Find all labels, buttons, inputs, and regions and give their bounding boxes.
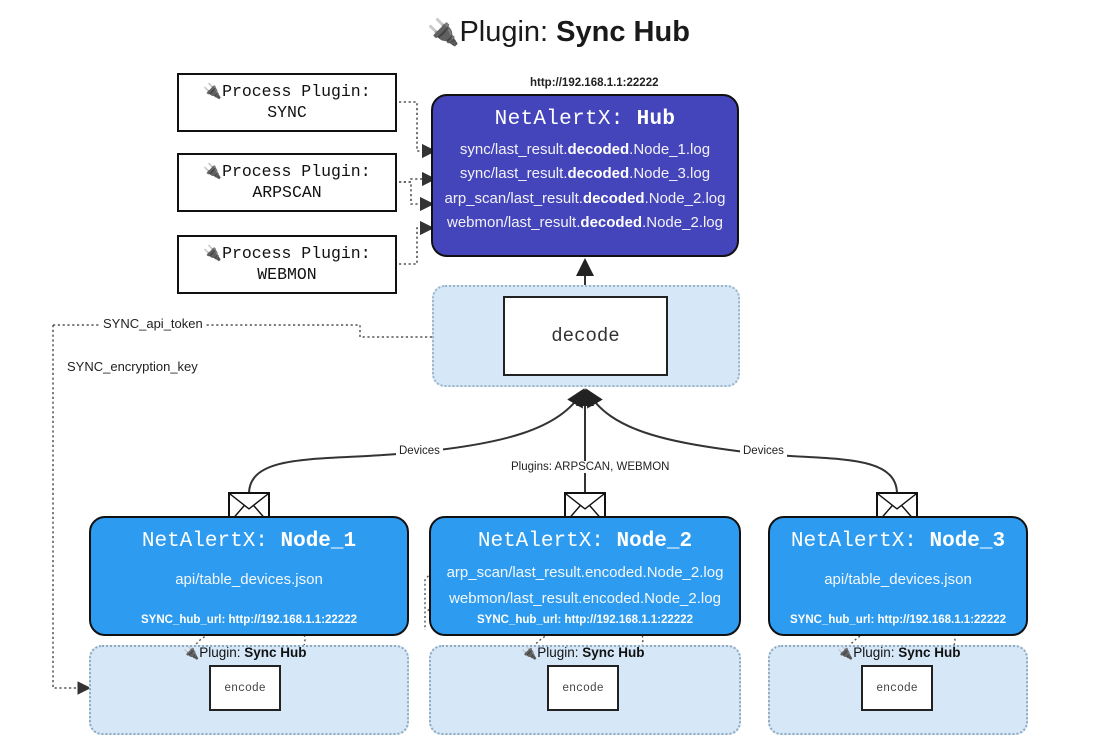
electric-plug-icon: 🔌: [203, 161, 223, 180]
process-plugin-label: Process Plugin:: [222, 243, 371, 263]
log-post: .Node_3.log: [629, 165, 711, 183]
page-title-name: Sync Hub: [556, 16, 690, 48]
edge-label-plugins-center: Plugins: ARPSCAN, WEBMON: [508, 461, 673, 473]
node-title: NetAlertX: Node_3: [770, 530, 1026, 553]
node-title: NetAlertX: Node_2: [431, 530, 739, 553]
process-plugin-box-sync[interactable]: 🔌Process Plugin: SYNC: [177, 73, 397, 132]
log-mid: decoded: [580, 213, 643, 231]
node-title-prefix: NetAlertX:: [477, 530, 617, 553]
node-box-node-2[interactable]: NetAlertX: Node_2 arp_scan/last_result.e…: [429, 516, 741, 636]
page-title-prefix: Plugin:: [459, 16, 557, 48]
node-title: NetAlertX: Node_1: [91, 530, 407, 553]
encode-box-1[interactable]: encode: [209, 665, 281, 711]
log-pre: sync/last_result.: [459, 141, 568, 158]
node-box-node-3[interactable]: NetAlertX: Node_3 api/table_devices.json…: [768, 516, 1028, 636]
hub-log-line: sync/last_result.decoded.Node_1.log: [433, 138, 737, 162]
band-label-prefix: Plugin:: [199, 645, 245, 660]
process-plugin-label: Process Plugin:: [222, 81, 371, 101]
log-mid: decoded: [582, 189, 645, 207]
band-label-name: Sync Hub: [582, 645, 645, 660]
hub-url-label: http://192.168.1.1:22222: [530, 77, 659, 89]
electric-plug-icon: 🔌: [203, 81, 223, 100]
electric-plug-icon: 🔌: [427, 17, 460, 47]
node-line: api/table_devices.json: [824, 571, 972, 588]
node-line: webmon/last_result.encoded.Node_2.log: [449, 590, 721, 608]
band-plugin-label-1: 🔌Plugin: Sync Hub: [183, 645, 306, 661]
band-label-prefix: Plugin:: [853, 645, 899, 660]
process-plugin-label: Process Plugin:: [222, 161, 371, 181]
process-plugin-name: ARPSCAN: [252, 182, 322, 202]
process-plugin-name: WEBMON: [257, 264, 317, 284]
log-mid: decoded: [567, 165, 630, 183]
node-box-node-1[interactable]: NetAlertX: Node_1 api/table_devices.json…: [89, 516, 409, 636]
log-post: .Node_1.log: [629, 141, 711, 158]
hub-log-line: sync/last_result.decoded.Node_3.log: [433, 162, 737, 186]
node-title-prefix: NetAlertX:: [141, 530, 281, 553]
edge-label-devices-left: Devices: [396, 445, 443, 457]
hub-log-line: arp_scan/last_result.decoded.Node_2.log: [433, 187, 737, 211]
log-pre: webmon/last_result.: [447, 213, 581, 231]
node-footer: SYNC_hub_url: http://192.168.1.1:22222: [789, 614, 1007, 626]
log-mid: decoded: [567, 141, 630, 158]
band-label-prefix: Plugin:: [537, 645, 583, 660]
log-pre: sync/last_result.: [459, 165, 568, 183]
hub-title: NetAlertX: Hub: [433, 108, 737, 131]
node-line: api/table_devices.json: [175, 571, 323, 588]
electric-plug-icon: 🔌: [521, 646, 538, 661]
log-pre: arp_scan/last_result.: [444, 189, 583, 207]
electric-plug-icon: 🔌: [183, 646, 200, 661]
band-plugin-label-3: 🔌Plugin: Sync Hub: [837, 645, 960, 661]
node-title-name: Node_1: [280, 530, 357, 553]
encode-box-3[interactable]: encode: [861, 665, 933, 711]
edge-label-devices-right: Devices: [740, 445, 787, 457]
sync-hub-plugin-band-2: [429, 645, 741, 735]
sync-encryption-key-label: SYNC_encryption_key: [64, 359, 201, 374]
hub-node-box[interactable]: NetAlertX: Hub sync/last_result.decoded.…: [431, 94, 739, 257]
hub-title-prefix: NetAlertX:: [494, 108, 637, 131]
band-label-name: Sync Hub: [898, 645, 961, 660]
sync-api-token-label: SYNC_api_token: [100, 316, 206, 331]
band-plugin-label-2: 🔌Plugin: Sync Hub: [521, 645, 644, 661]
log-post: .Node_2.log: [644, 189, 726, 207]
band-label-name: Sync Hub: [244, 645, 307, 660]
electric-plug-icon: 🔌: [837, 646, 854, 661]
node-title-name: Node_3: [929, 530, 1006, 553]
process-plugin-name: SYNC: [267, 102, 307, 122]
process-plugin-box-webmon[interactable]: 🔌Process Plugin: WEBMON: [177, 235, 397, 294]
node-title-name: Node_2: [616, 530, 693, 553]
hub-log-line: webmon/last_result.decoded.Node_2.log: [433, 211, 737, 235]
node-line: arp_scan/last_result.encoded.Node_2.log: [446, 564, 724, 581]
process-plugin-box-arpscan[interactable]: 🔌Process Plugin: ARPSCAN: [177, 153, 397, 212]
page-title: 🔌Plugin: Sync Hub: [0, 16, 1117, 49]
node-footer: SYNC_hub_url: http://192.168.1.1:22222: [476, 614, 694, 626]
hub-title-name: Hub: [636, 108, 676, 131]
electric-plug-icon: 🔌: [203, 243, 223, 262]
node-footer: SYNC_hub_url: http://192.168.1.1:22222: [140, 614, 358, 626]
log-post: .Node_2.log: [642, 213, 723, 231]
node-title-prefix: NetAlertX:: [790, 530, 930, 553]
encode-box-2[interactable]: encode: [547, 665, 619, 711]
decode-box[interactable]: decode: [503, 296, 668, 376]
